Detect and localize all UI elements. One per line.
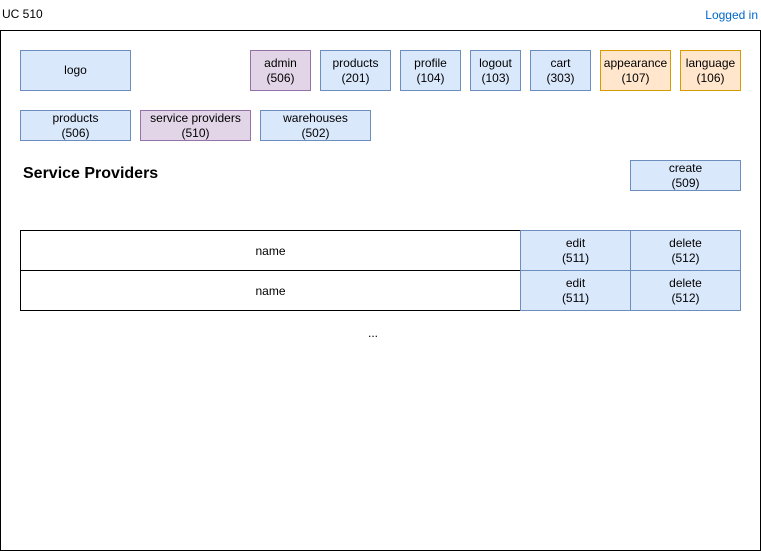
nav-appearance-code: (107) [621, 70, 650, 85]
create-button[interactable]: create (509) [630, 160, 741, 191]
delete-button[interactable]: delete (512) [630, 230, 741, 271]
nav-appearance-button[interactable]: appearance (107) [600, 50, 671, 91]
edit-code: (511) [561, 290, 590, 305]
edit-code: (511) [561, 250, 590, 265]
nav-admin-label: admin [264, 55, 297, 70]
delete-label: delete [669, 275, 702, 290]
subnav-products-code: (506) [61, 125, 90, 140]
nav-profile-code: (104) [416, 70, 445, 85]
nav-language-label: language [685, 55, 736, 70]
subnav-service-providers-button[interactable]: service providers (510) [140, 110, 251, 141]
nav-language-code: (106) [696, 70, 725, 85]
logo: logo [20, 50, 131, 91]
nav-products-button[interactable]: products (201) [320, 50, 391, 91]
subnav-products-label: products [52, 110, 99, 125]
nav-products-label: products [332, 55, 379, 70]
nav-logout-button[interactable]: logout (103) [470, 50, 521, 91]
nav-profile-button[interactable]: profile (104) [400, 50, 461, 91]
subnav-warehouses-button[interactable]: warehouses (502) [260, 110, 371, 141]
nav-logout-code: (103) [481, 70, 510, 85]
uc-label: UC 510 [2, 7, 43, 21]
subnav-service-providers-code: (510) [181, 125, 210, 140]
table-row-name: name [20, 230, 521, 271]
edit-label: edit [565, 275, 586, 290]
nav-appearance-label: appearance [603, 55, 668, 70]
create-code: (509) [671, 175, 700, 190]
nav-profile-label: profile [414, 55, 447, 70]
delete-code: (512) [671, 290, 700, 305]
nav-cart-button[interactable]: cart (303) [530, 50, 591, 91]
row-name-text: name [255, 283, 286, 298]
subnav-service-providers-label: service providers [150, 110, 241, 125]
delete-button[interactable]: delete (512) [630, 270, 741, 311]
nav-products-code: (201) [341, 70, 370, 85]
nav-admin-code: (506) [266, 70, 295, 85]
subnav-warehouses-label: warehouses [283, 110, 348, 125]
edit-button[interactable]: edit (511) [520, 230, 631, 271]
edit-button[interactable]: edit (511) [520, 270, 631, 311]
logo-label: logo [64, 63, 87, 77]
nav-admin-button[interactable]: admin (506) [250, 50, 311, 91]
nav-language-button[interactable]: language (106) [680, 50, 741, 91]
logged-in-link[interactable]: Logged in [705, 8, 758, 22]
subnav-warehouses-code: (502) [301, 125, 330, 140]
delete-code: (512) [671, 250, 700, 265]
nav-cart-label: cart [550, 55, 571, 70]
delete-label: delete [669, 235, 702, 250]
table-row-name: name [20, 270, 521, 311]
row-name-text: name [255, 243, 286, 258]
page-title: Service Providers [23, 165, 159, 182]
create-label: create [668, 160, 703, 175]
subnav-products-button[interactable]: products (506) [20, 110, 131, 141]
edit-label: edit [565, 235, 586, 250]
nav-logout-label: logout [479, 55, 512, 70]
more-rows-ellipsis: ... [368, 326, 379, 340]
nav-cart-code: (303) [546, 70, 575, 85]
